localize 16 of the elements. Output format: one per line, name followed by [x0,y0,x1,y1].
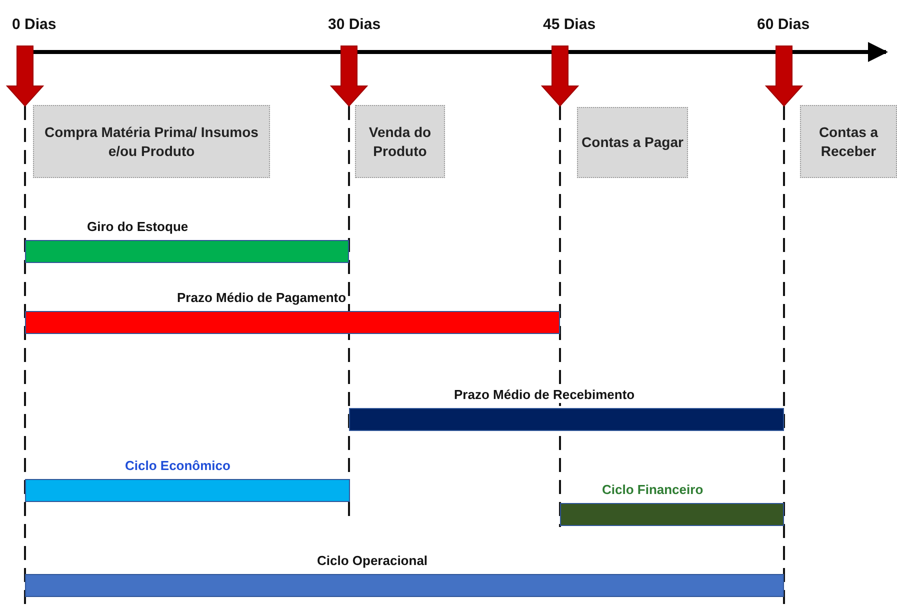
event-text: Venda do Produto [368,122,432,160]
bar-label: Giro do Estoque [85,219,190,235]
event-text: Contas a Receber [818,122,880,160]
time-label: 45 Dias [543,16,596,33]
event-text: Contas a Pagar [582,133,684,152]
bar-label: Prazo Médio de Recebimento [452,387,637,403]
event-box [355,105,445,178]
event-box [577,107,688,178]
event-text: Compra Matéria Prima/ Insumos e/ou Produto [44,122,260,160]
bar-label: Prazo Médio de Pagamento [175,290,348,306]
time-label: 0 Dias [12,16,56,33]
event-box [800,105,897,178]
event-box [33,105,270,178]
time-label: 30 Dias [328,16,381,33]
time-label: 60 Dias [757,16,810,33]
bar-label: Ciclo Operacional [315,553,430,569]
